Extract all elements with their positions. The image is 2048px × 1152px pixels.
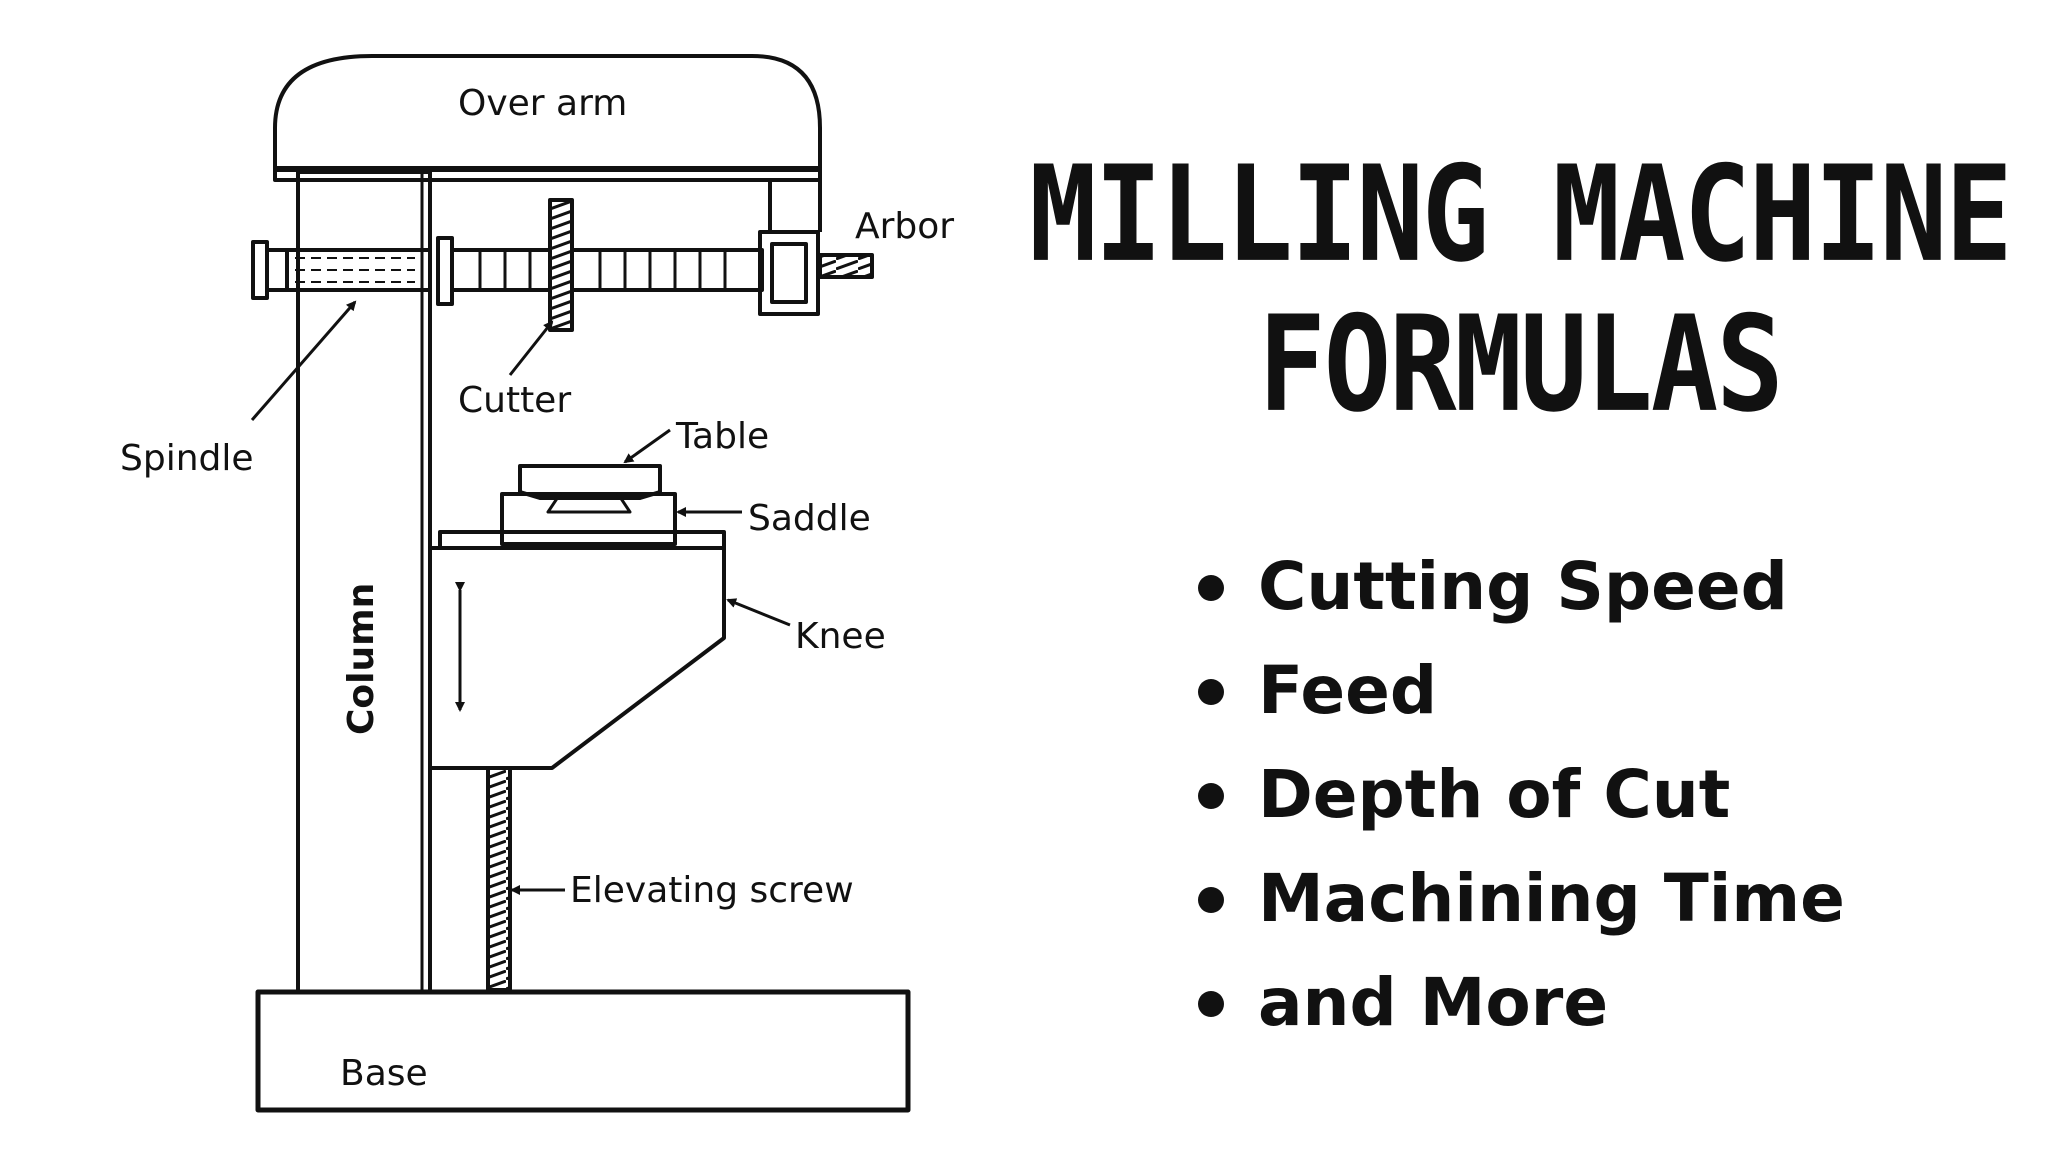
bullet-icon — [1198, 783, 1224, 809]
elevating-screw-label: Elevating screw — [570, 870, 854, 911]
table-label: Table — [675, 416, 769, 457]
over-arm-bar — [273, 166, 822, 182]
title-line-1: Milling Machine — [1029, 138, 2012, 292]
page-title: Milling Machine Formulas — [1020, 138, 2020, 441]
base-label: Base — [340, 1053, 428, 1094]
column-label: Column — [341, 583, 382, 735]
saddle-label: Saddle — [748, 498, 871, 539]
cutter-shape — [548, 198, 574, 332]
milling-machine-diagram: Over arm Arbor Cutter Spindle Table Sadd… — [120, 54, 954, 1113]
spindle-label: Spindle — [120, 438, 254, 479]
topic-text: Machining Time — [1258, 860, 1845, 937]
column-shape — [296, 170, 432, 994]
over-arm-shape — [273, 54, 822, 172]
base-shape — [255, 989, 911, 1113]
topic-text: Feed — [1258, 652, 1438, 729]
list-item: and More — [1190, 951, 1845, 1055]
cutter-label: Cutter — [458, 380, 571, 421]
table-shape — [518, 464, 662, 500]
saddle-shape — [500, 492, 677, 546]
bullet-icon — [1198, 887, 1224, 913]
topics-list: Cutting Speed Feed Depth of Cut Machinin… — [1190, 535, 1845, 1055]
knee-shape — [428, 546, 726, 770]
arbor-shape — [450, 230, 874, 316]
bullet-icon — [1198, 679, 1224, 705]
list-item: Depth of Cut — [1190, 743, 1845, 847]
bullet-icon — [1198, 991, 1224, 1017]
arbor-label: Arbor — [855, 206, 954, 247]
bullet-icon — [1198, 575, 1224, 601]
topic-text: Cutting Speed — [1258, 548, 1788, 625]
knee-label: Knee — [795, 616, 886, 657]
title-line-2: Formulas — [1258, 288, 1783, 442]
elevating-screw-shape — [486, 766, 512, 992]
list-item: Feed — [1190, 639, 1845, 743]
topic-text: Depth of Cut — [1258, 756, 1731, 833]
list-item: Machining Time — [1190, 847, 1845, 951]
topic-text: and More — [1258, 964, 1609, 1041]
spindle-shape — [251, 236, 454, 306]
over-arm-label: Over arm — [458, 83, 627, 124]
list-item: Cutting Speed — [1190, 535, 1845, 639]
